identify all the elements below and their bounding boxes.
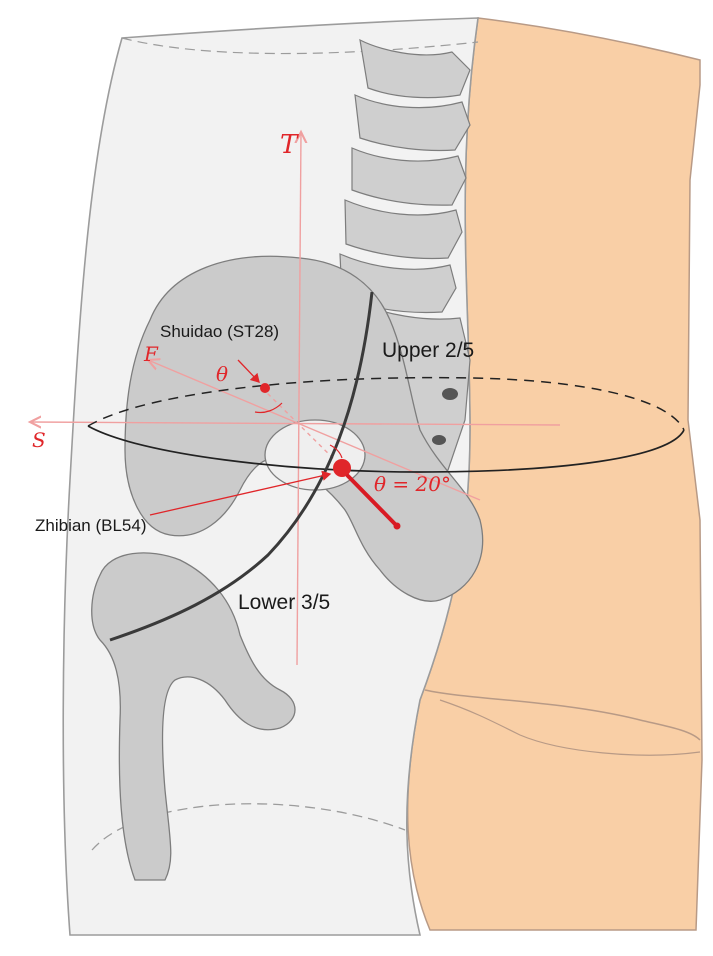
frontal-axis-f — [148, 360, 481, 501]
zhibian-pointer — [149, 470, 332, 516]
plane-back-dashed — [87, 376, 685, 431]
needle-shaft — [346, 474, 397, 526]
angle-arc-zhibian — [329, 444, 343, 459]
plane-front-solid — [87, 425, 685, 473]
shuidao-label: Shuidao (ST28) — [160, 322, 280, 341]
theta-label: θ — [216, 362, 229, 386]
zhibian-point — [333, 459, 351, 477]
axes — [30, 132, 561, 666]
zhibian-label: Zhibian (BL54) — [35, 516, 147, 535]
axis-s-label: S — [32, 428, 46, 452]
sagittal-axis-s — [30, 422, 561, 425]
dividing-arc — [109, 291, 374, 642]
shuidao-point — [260, 383, 270, 393]
needle-handle — [393, 522, 401, 530]
lower-region-label: Lower 3/5 — [238, 591, 331, 614]
shuidao-pointer — [237, 359, 260, 383]
axis-f-label: F — [144, 342, 158, 366]
bottom-cylinder-edge — [91, 803, 406, 851]
gluteal-fold — [424, 689, 701, 741]
femur-bone — [91, 552, 296, 881]
vertical-axis-t — [297, 132, 301, 666]
axis-t-label: T — [280, 130, 298, 160]
angle-arc-shuidao — [254, 402, 283, 414]
angle-label: θ = 20° — [374, 472, 451, 496]
top-cylinder-edge — [121, 37, 479, 55]
upper-region-label: Upper 2/5 — [382, 339, 475, 362]
gluteal-fold-lower — [439, 699, 701, 756]
